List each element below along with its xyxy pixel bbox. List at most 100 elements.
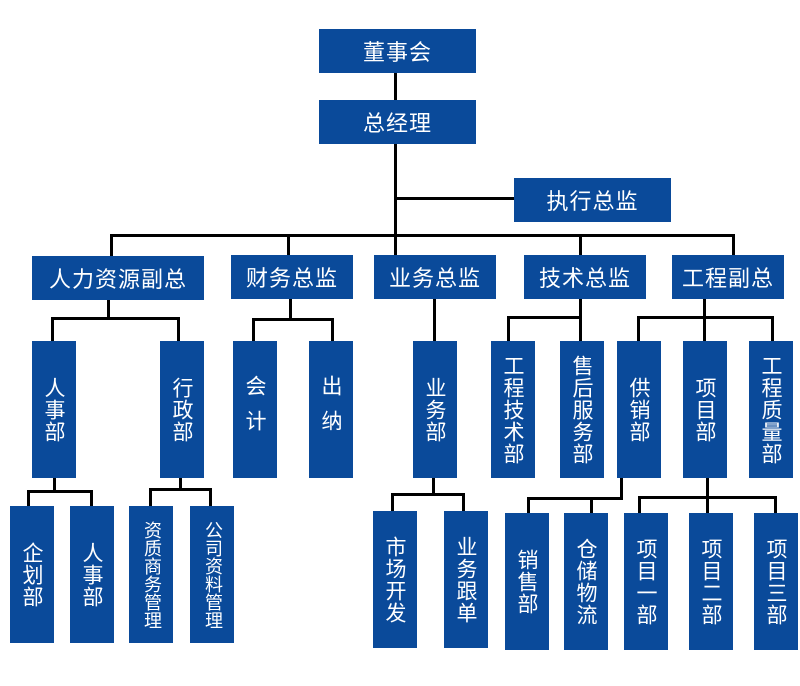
node-label: 公司资料管理 — [202, 520, 223, 629]
node-label: 市场开发 — [383, 535, 407, 624]
node-project-dept: 项目部 — [683, 341, 727, 478]
connector-supply-sales — [637, 316, 640, 341]
node-qualification-mgmt: 资质商务管理 — [129, 506, 173, 643]
connector-to-business — [394, 234, 397, 256]
connector-main-horizontal — [110, 234, 735, 237]
connector-admin-dept — [177, 317, 180, 341]
connector-to-engineering — [732, 234, 735, 256]
node-admin-dept: 行政部 — [160, 341, 204, 478]
node-project-1: 项目一部 — [624, 513, 668, 650]
node-hr-dept: 人事部 — [32, 341, 76, 478]
node-tech-director: 技术总监 — [524, 255, 646, 299]
node-eng-quality-dept: 工程质量部 — [749, 341, 793, 478]
node-label: 总经理 — [362, 112, 432, 137]
node-accounting: 会计 — [233, 341, 277, 478]
node-label: 项目一部 — [634, 537, 658, 626]
node-eng-tech-dept: 工程技术部 — [491, 341, 535, 478]
node-label: 出纳 — [319, 374, 343, 445]
node-label: 项目部 — [693, 376, 717, 443]
connector-market-dev — [391, 493, 394, 511]
node-label: 销售部 — [515, 548, 539, 615]
node-label: 人力资源副总 — [48, 268, 187, 293]
node-label: 工程质量部 — [759, 354, 783, 465]
connector-project-3 — [774, 496, 777, 513]
connector-engineering-stem — [703, 299, 706, 341]
connector-supply-horizontal — [527, 497, 623, 500]
node-label: 项目二部 — [699, 537, 723, 626]
connector-tech-horizontal — [507, 316, 582, 319]
connector-to-hr-vp — [110, 234, 113, 256]
connector-busdept-horizontal — [391, 493, 465, 496]
node-label: 工程技术部 — [501, 354, 525, 465]
node-label: 人事部 — [80, 541, 104, 608]
connector-engineering-horizontal — [637, 316, 774, 319]
node-board: 董事会 — [319, 29, 476, 73]
connector-accounting — [252, 318, 255, 341]
connector-project-2 — [706, 496, 709, 513]
node-label: 业务部 — [423, 376, 447, 443]
node-market-dev: 市场开发 — [373, 511, 417, 648]
node-label: 人事部 — [42, 376, 66, 443]
node-exec-director: 执行总监 — [514, 178, 671, 222]
connector-project-1 — [638, 496, 641, 513]
node-label: 技术总监 — [538, 267, 631, 292]
node-business-followup: 业务跟单 — [444, 511, 488, 648]
connector-finance-horizontal — [252, 318, 334, 321]
connector-business-followup — [462, 493, 465, 511]
connector-hr-horizontal — [51, 317, 180, 320]
node-business-dept: 业务部 — [413, 341, 457, 478]
connector-finance-stem — [289, 299, 292, 320]
connector-eng-quality — [771, 316, 774, 341]
node-label: 供销部 — [627, 376, 651, 443]
node-warehouse-logistics: 仓储物流 — [564, 513, 608, 650]
node-label: 董事会 — [362, 41, 432, 66]
node-engineering-vp: 工程副总 — [672, 255, 784, 299]
node-general-manager: 总经理 — [319, 100, 476, 144]
connector-sales-dept — [527, 497, 530, 513]
node-sales-dept: 销售部 — [505, 513, 549, 650]
node-cashier: 出纳 — [309, 341, 353, 478]
node-after-sales-dept: 售后服务部 — [560, 341, 604, 478]
connector-admin-stem — [179, 478, 182, 489]
node-planning-dept: 企划部 — [10, 506, 54, 643]
connector-personnel — [90, 490, 93, 506]
connector-hrdept-stem — [53, 478, 56, 491]
node-project-2: 项目二部 — [689, 513, 733, 650]
node-label: 业务跟单 — [454, 535, 478, 624]
node-label: 仓储物流 — [574, 537, 598, 626]
node-label: 售后服务部 — [570, 354, 594, 465]
node-hr-vp: 人力资源副总 — [32, 256, 204, 300]
connector-business-stem — [433, 299, 436, 341]
node-label: 执行总监 — [546, 190, 639, 215]
connector-to-finance — [287, 234, 290, 256]
node-business-director: 业务总监 — [374, 255, 496, 299]
connector-hrdept-horizontal — [27, 490, 93, 493]
connector-gm-trunk — [394, 144, 397, 236]
connector-cashier — [331, 318, 334, 341]
node-personnel-dept: 人事部 — [70, 506, 114, 643]
connector-board-gm — [394, 73, 397, 100]
connector-planning — [27, 490, 30, 506]
connector-company-docs — [209, 488, 212, 506]
node-label: 行政部 — [170, 376, 194, 443]
connector-eng-tech-dept — [507, 316, 510, 341]
node-supply-sales-dept: 供销部 — [617, 341, 661, 478]
connector-busdept-stem — [432, 478, 435, 495]
node-label: 业务总监 — [388, 267, 481, 292]
node-project-3: 项目三部 — [754, 513, 798, 650]
node-label: 工程副总 — [681, 267, 774, 292]
connector-admin-horizontal — [149, 488, 212, 491]
node-company-docs-mgmt: 公司资料管理 — [190, 506, 234, 643]
connector-hr-dept — [51, 317, 54, 341]
connector-supply-stem — [620, 478, 623, 499]
connector-hr-stem — [107, 300, 110, 318]
connector-project-stem — [706, 478, 709, 498]
node-label: 资质商务管理 — [141, 520, 162, 629]
connector-qualification — [149, 488, 152, 506]
connector-to-tech — [579, 234, 582, 256]
node-label: 项目三部 — [764, 537, 788, 626]
node-label: 会计 — [243, 374, 267, 445]
node-label: 企划部 — [20, 541, 44, 608]
node-finance-director: 财务总监 — [231, 255, 353, 299]
